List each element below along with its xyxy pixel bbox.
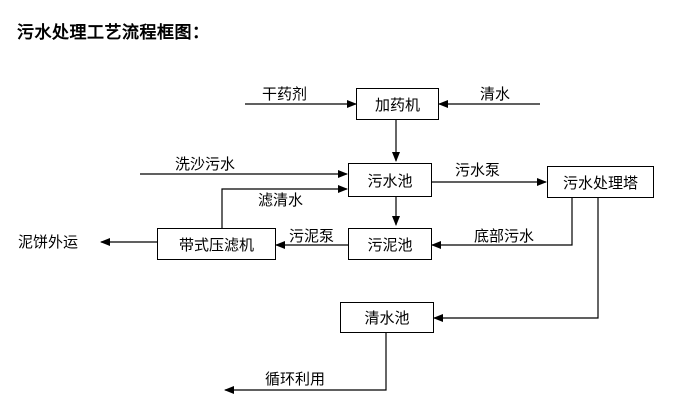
label-mud-cake-out: 泥饼外运 xyxy=(18,233,79,251)
label-dry-agent: 干药剂 xyxy=(262,85,308,103)
diagram-title: 污水处理工艺流程框图： xyxy=(17,23,210,43)
belt-filter-press-node: 带式压滤机 xyxy=(157,228,276,260)
label-clear-water-in: 清水 xyxy=(480,85,511,103)
arrow-tower-bottom-to-sludge-pool xyxy=(431,198,573,249)
sludge-pool-node: 污泥池 xyxy=(348,228,432,260)
label-filtered-water: 滤清水 xyxy=(258,191,304,209)
label-bottom-sewage: 底部污水 xyxy=(474,227,535,245)
clear-water-pool-node: 清水池 xyxy=(340,302,434,333)
label-recycle: 循环利用 xyxy=(265,370,326,388)
dosing-machine-node: 加药机 xyxy=(356,88,439,120)
arrow-clear-pool-to-recycle xyxy=(224,333,387,394)
label-sewage-pump: 污水泵 xyxy=(455,161,501,179)
sewage-pool-node: 污水池 xyxy=(348,163,432,197)
label-sand-wash-water: 洗沙污水 xyxy=(175,155,236,173)
arrow-tower-to-clear-pool xyxy=(433,198,599,322)
arrow-filtered-water-to-sewage-pool xyxy=(221,185,348,228)
treatment-tower-node: 污水处理塔 xyxy=(547,166,654,198)
label-sludge-pump: 污泥泵 xyxy=(289,227,335,245)
